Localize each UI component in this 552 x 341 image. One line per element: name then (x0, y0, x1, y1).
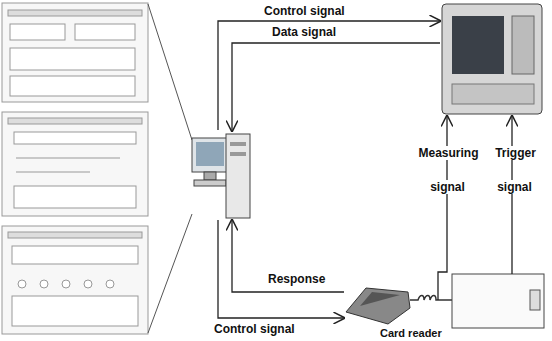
measured-device (452, 274, 544, 328)
label-text: Measuring signal (417, 146, 478, 194)
signal-label: Control signal (212, 322, 297, 336)
signal-label: Measuring signal (408, 136, 488, 204)
signal-label: Data signal (270, 25, 338, 39)
screenshot-panels (2, 3, 148, 334)
coil-wire (410, 296, 452, 301)
signal-arrows (218, 21, 512, 318)
computer-icon (192, 134, 250, 218)
label-text: Trigger signal (494, 146, 536, 194)
instrument-icon (442, 4, 542, 114)
signal-label: Trigger signal (482, 136, 548, 204)
card-reader-icon (346, 288, 410, 324)
fan-lines (148, 4, 192, 333)
signal-label: Control signal (262, 4, 347, 18)
device-label: Card reader (378, 326, 444, 340)
signal-label: Response (266, 272, 327, 286)
